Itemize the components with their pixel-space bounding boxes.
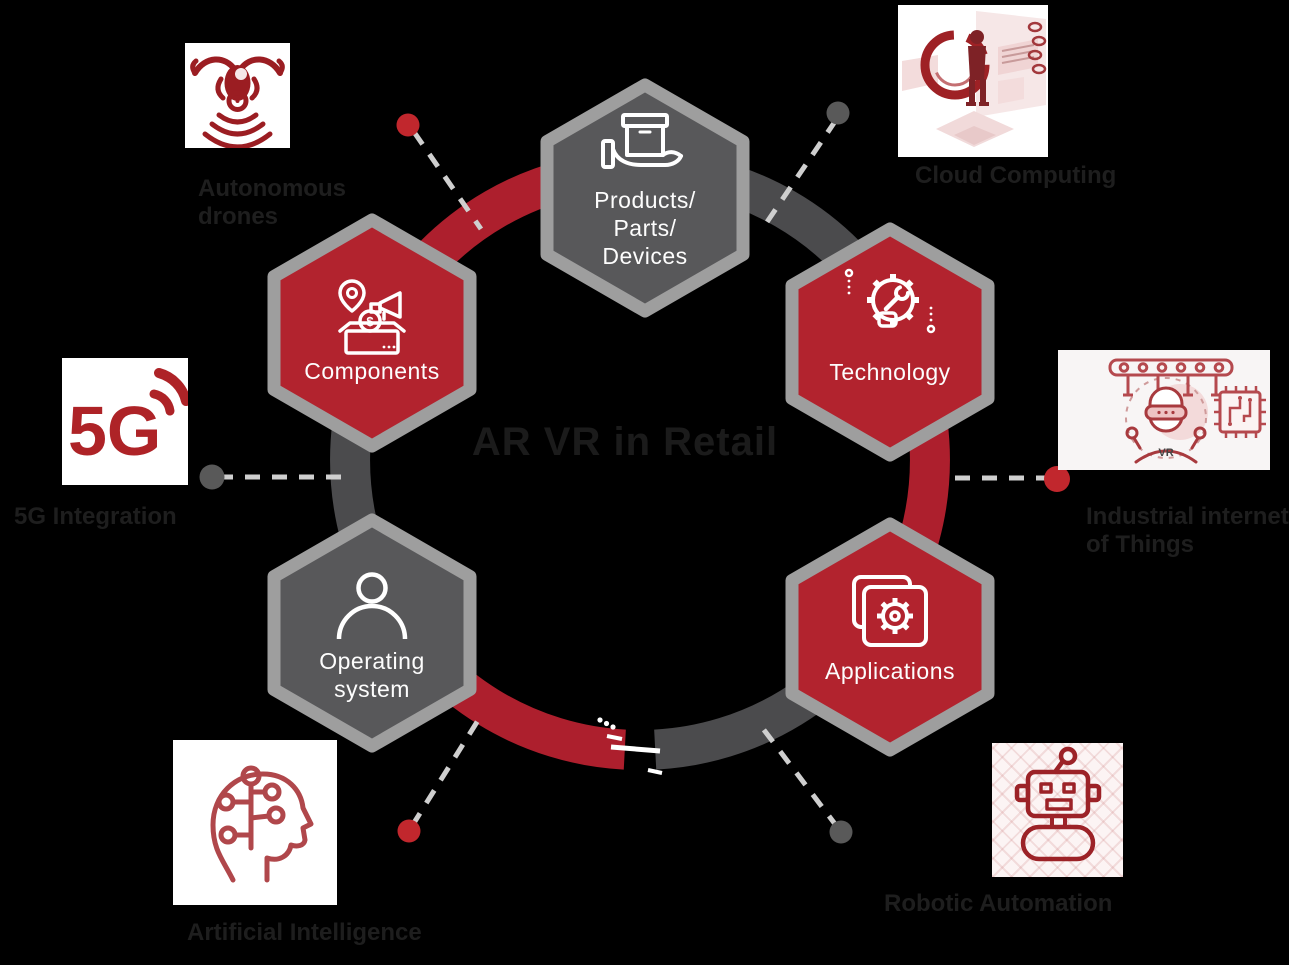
cloud-dot (826, 101, 850, 125)
drones-dot (396, 113, 420, 137)
hexagon-operating-system: Operating system (256, 507, 488, 759)
robotic-automation-label: Robotic Automation (884, 890, 1113, 917)
hexagon-applications-label: Applications (824, 658, 956, 684)
user-icon (332, 571, 412, 639)
5g-dot (199, 464, 225, 490)
hexagon-technology: Technology (774, 216, 1006, 468)
5g-signal-icon: 5G (62, 358, 188, 485)
hexagon-products-label: Products/ Parts/ Devices (594, 187, 696, 270)
hexagon-shape (267, 513, 477, 753)
hexagon-technology-label: Technology (829, 359, 951, 385)
vr-badge-text: VR (1158, 447, 1173, 459)
box-in-hand-icon (599, 112, 691, 186)
autonomous-drones-label: Autonomous drones (198, 175, 346, 230)
robot-icon (992, 743, 1123, 877)
robot-dot (829, 820, 853, 844)
hexagon-applications: Applications (774, 511, 1006, 763)
hexagon-operating-system-label: Operating system (319, 648, 425, 703)
hexagon-shape (540, 78, 750, 318)
ring-split-marks (597, 717, 663, 775)
app-window-gear-icon (846, 573, 934, 653)
hexagon-shape (785, 222, 995, 462)
iiot-dot (1044, 466, 1070, 492)
industrial-iot-label: Industrial internet of Things (1086, 503, 1289, 558)
5g-text: 5G (68, 392, 161, 470)
5g-integration-label: 5G Integration (14, 503, 177, 530)
ai-head-circuit-icon (173, 740, 337, 905)
ai-dot (397, 819, 421, 843)
product-marketing-icon: $ (324, 279, 420, 363)
connector-dashed-lines (218, 118, 1051, 830)
hexagon-shape (267, 213, 477, 453)
cloud-computing-label: Cloud Computing (915, 162, 1117, 189)
drone-icon (185, 43, 290, 148)
hexagon-products: Products/ Parts/ Devices (529, 72, 761, 324)
hexagon-components: $ Components (256, 207, 488, 459)
artificial-intelligence-label: Artificial Intelligence (187, 919, 422, 946)
gear-wrench-icon (841, 268, 939, 338)
industrial-iot-illustration: VR (1058, 350, 1270, 470)
diagram-title: AR VR in Retail (471, 420, 779, 464)
cloud-computing-illustration (898, 5, 1048, 157)
hexagon-components-label: Components (304, 358, 440, 384)
